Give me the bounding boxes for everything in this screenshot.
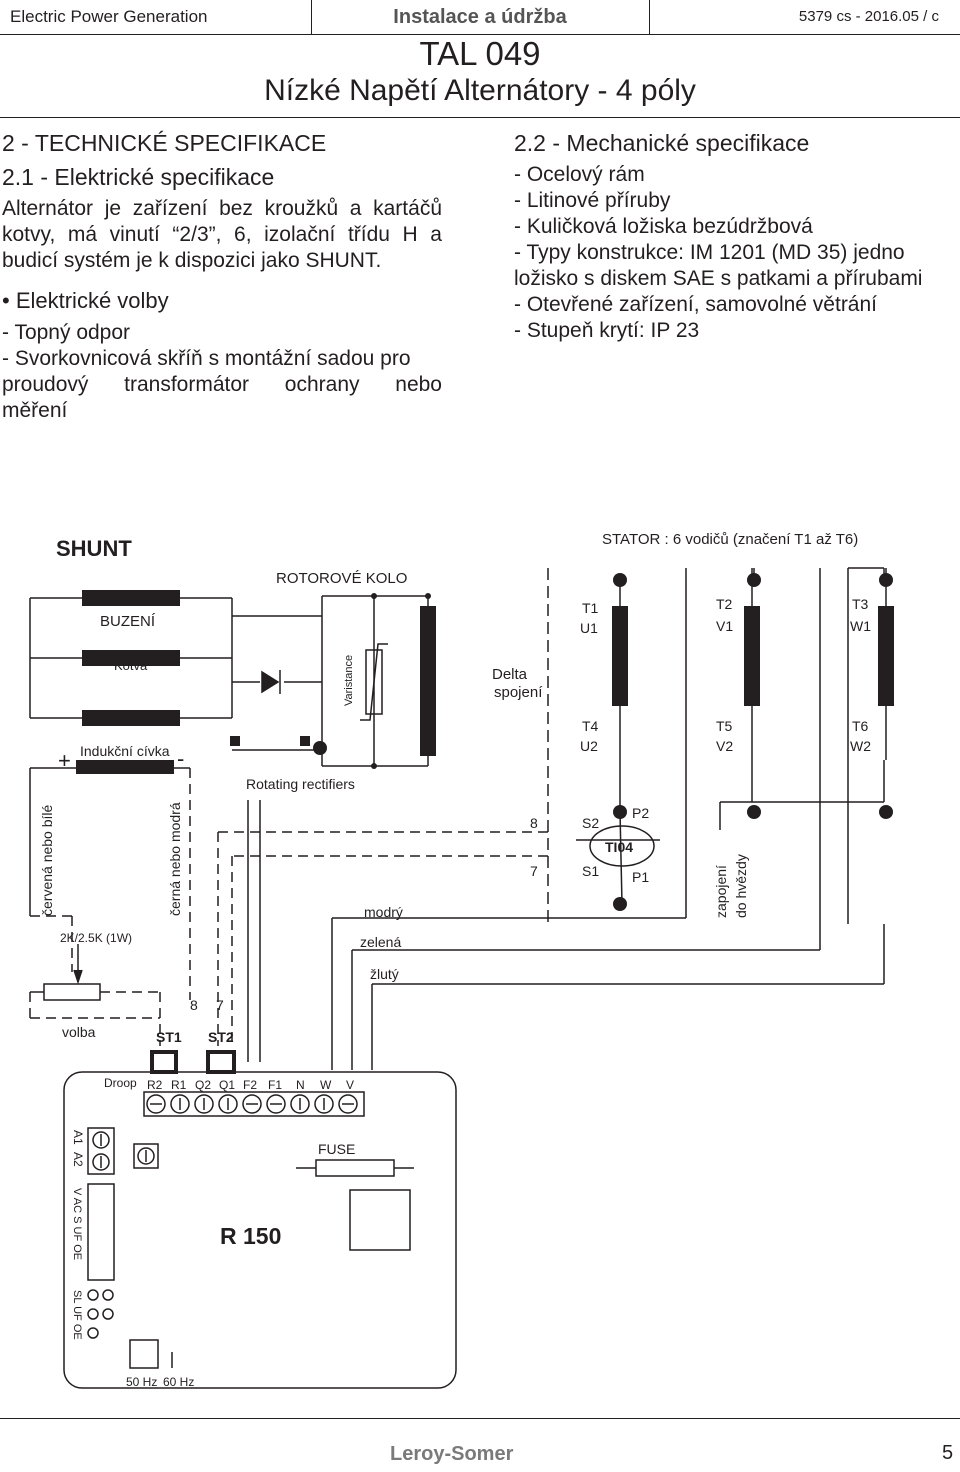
label-60hz: 60 Hz bbox=[163, 1375, 194, 1389]
page-number: 5 bbox=[942, 1442, 954, 1464]
header-divider bbox=[311, 0, 312, 34]
label-50hz: 50 Hz bbox=[126, 1375, 157, 1389]
intro-line: budicí systém je k dispozici jako SHUNT. bbox=[2, 249, 382, 272]
mech-line: - Typy konstrukce: IM 1201 (MD 35) jedno bbox=[514, 241, 905, 264]
options-title: • Elektrické volby bbox=[2, 288, 169, 313]
label-red-white: červená nebo bílé bbox=[39, 804, 55, 916]
label-star-connection: zapojení bbox=[713, 865, 729, 918]
label-s1: S1 bbox=[582, 863, 599, 879]
label-ti04: TI04 bbox=[605, 839, 633, 855]
terminal-label-n: N bbox=[296, 1078, 305, 1092]
page-subtitle: Nízké Napětí Alternátory - 4 póly bbox=[264, 74, 696, 107]
header-divider bbox=[649, 0, 650, 34]
option-line: - Topný odpor bbox=[2, 321, 131, 344]
left-column: 2 - TECHNICKÉ SPECIFIKACE 2.1 - Elektric… bbox=[2, 128, 442, 424]
option-line: měření bbox=[2, 399, 68, 422]
mech-line: - Kuličková ložiska bezúdržbová bbox=[514, 215, 813, 238]
footer-rule bbox=[0, 1418, 960, 1419]
terminal-label-w: W bbox=[320, 1078, 332, 1092]
label-v1: V1 bbox=[716, 618, 733, 634]
label-7-top: 7 bbox=[530, 863, 538, 879]
subsection-title-electrical: 2.1 - Elektrické specifikace bbox=[2, 164, 275, 190]
label-st1: ST1 bbox=[156, 1029, 182, 1045]
option-line: - Svorkovnicová skříň s montážní sadou p… bbox=[2, 347, 411, 370]
intro-paragraph: Alternátor je zařízení bez kroužků a kar… bbox=[2, 196, 442, 274]
terminal-label-f2: F2 bbox=[243, 1078, 257, 1092]
label-stator: STATOR : 6 vodičů (značení T1 až T6) bbox=[602, 531, 858, 548]
label-p2: P2 bbox=[632, 805, 649, 821]
intro-line: kotvy, má vinutí “2/3”, 6, izolační tříd… bbox=[2, 223, 442, 246]
mech-line: ložisko s diskem SAE s patkami a příruba… bbox=[514, 267, 923, 290]
label-buzeni: BUZENÍ bbox=[100, 613, 156, 630]
label-sl-uf-oe: SL UF OE bbox=[71, 1290, 83, 1340]
terminal-label-r2: R2 bbox=[147, 1078, 163, 1092]
mech-line: - Stupeň krytí: IP 23 bbox=[514, 319, 700, 342]
label-zelena: zelená bbox=[360, 934, 401, 950]
label-w2: W2 bbox=[850, 738, 871, 754]
mech-line: - Litinové příruby bbox=[514, 189, 671, 212]
right-column: 2.2 - Mechanické specifikace - Ocelový r… bbox=[514, 128, 958, 344]
header-doc-ref: 5379 cs - 2016.05 / c bbox=[798, 8, 939, 25]
label-s2: S2 bbox=[582, 815, 599, 831]
label-minus: - bbox=[177, 746, 184, 771]
section-title: 2 - TECHNICKÉ SPECIFIKACE bbox=[2, 130, 327, 156]
label-plus: + bbox=[58, 748, 71, 773]
label-t3: T3 bbox=[852, 596, 869, 612]
label-droop: Droop bbox=[104, 1076, 137, 1090]
label-p1: P1 bbox=[632, 869, 649, 885]
header-doc-type: Instalace a údržba bbox=[393, 6, 567, 28]
label-black-blue: černá nebo modrá bbox=[167, 802, 183, 916]
page-title: TAL 049 bbox=[419, 35, 541, 72]
label-rotor: ROTOROVÉ KOLO bbox=[276, 570, 407, 587]
mech-line: - Otevřené zařízení, samovolné větrání bbox=[514, 293, 877, 316]
label-a1: A1 bbox=[71, 1130, 85, 1145]
label-fuse: FUSE bbox=[318, 1141, 355, 1157]
label-u1: U1 bbox=[580, 620, 598, 636]
label-v-ac-s: V AC S UF OE bbox=[71, 1188, 83, 1260]
terminal-label-v: V bbox=[346, 1078, 354, 1092]
label-r150: R 150 bbox=[220, 1223, 281, 1249]
intro-line: Alternátor je zařízení bez kroužků a kar… bbox=[2, 197, 442, 220]
label-modry: modrý bbox=[364, 904, 403, 920]
mech-line: - Ocelový rám bbox=[514, 163, 645, 186]
label-t4: T4 bbox=[582, 718, 599, 734]
label-t6: T6 bbox=[852, 718, 869, 734]
page-header: Electric Power Generation Instalace a úd… bbox=[0, 0, 960, 36]
label-rotating-rectifiers: Rotating rectifiers bbox=[246, 776, 355, 792]
label-induction-coil: Indukční cívka bbox=[80, 743, 170, 759]
label-v2: V2 bbox=[716, 738, 733, 754]
label-a2: A2 bbox=[71, 1152, 85, 1167]
option-line: proudový transformátor ochrany nebo bbox=[2, 373, 442, 396]
options-list: - Topný odpor - Svorkovnicová skříň s mo… bbox=[2, 320, 442, 424]
mechanical-list: - Ocelový rám - Litinové příruby - Kulič… bbox=[514, 162, 958, 344]
label-volba: volba bbox=[62, 1024, 96, 1040]
label-u2: U2 bbox=[580, 738, 598, 754]
header-company: Electric Power Generation bbox=[10, 7, 208, 26]
header-rule bbox=[0, 34, 960, 35]
subsection-title-mechanical: 2.2 - Mechanické specifikace bbox=[514, 130, 810, 156]
footer-brand: Leroy-Somer bbox=[390, 1443, 514, 1465]
label-t2: T2 bbox=[716, 596, 733, 612]
label-8-bottom: 8 bbox=[190, 997, 198, 1013]
label-st2: ST2 bbox=[208, 1029, 234, 1045]
label-delta: Delta bbox=[492, 666, 528, 683]
title-rule bbox=[0, 117, 960, 118]
label-t5: T5 bbox=[716, 718, 733, 734]
label-8-top: 8 bbox=[530, 815, 538, 831]
terminal-label-r1: R1 bbox=[171, 1078, 187, 1092]
label-7-bottom: 7 bbox=[216, 997, 224, 1013]
label-zluty: žlutý bbox=[370, 966, 399, 982]
label-w1: W1 bbox=[850, 618, 871, 634]
label-shunt: SHUNT bbox=[56, 536, 132, 561]
label-kotva: Kotva bbox=[114, 658, 148, 673]
terminal-label-q2: Q2 bbox=[195, 1078, 211, 1092]
label-delta-connection: spojení bbox=[494, 684, 543, 701]
label-star-connection-2: do hvězdy bbox=[733, 854, 749, 918]
label-varistance: Varistance bbox=[343, 655, 355, 706]
label-t1: T1 bbox=[582, 600, 599, 616]
terminal-label-f1: F1 bbox=[268, 1078, 282, 1092]
label-potentiometer: 2K/2.5K (1W) bbox=[60, 931, 132, 945]
terminal-label-q1: Q1 bbox=[219, 1078, 235, 1092]
